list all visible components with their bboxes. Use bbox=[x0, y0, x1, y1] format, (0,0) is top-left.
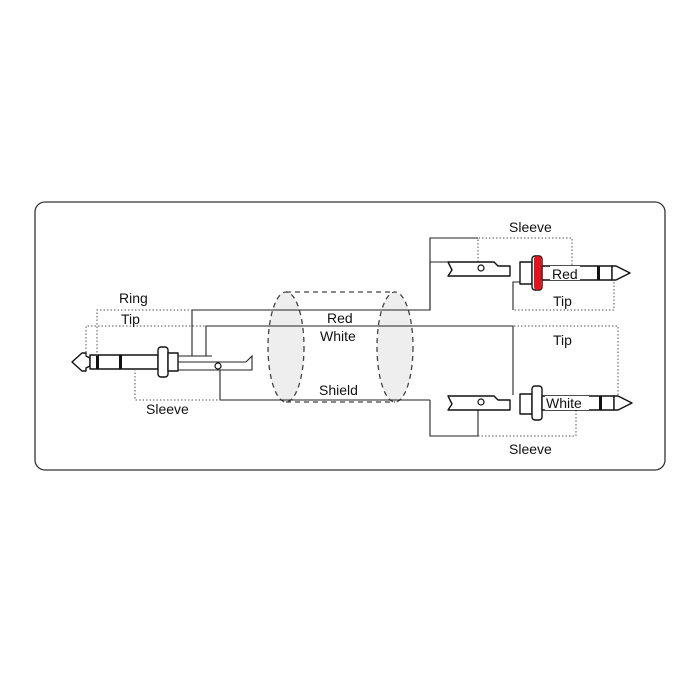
bottom-plug-lug-hole bbox=[477, 398, 485, 406]
label-bg-bottom-white bbox=[545, 396, 589, 410]
white-wire bbox=[205, 325, 514, 395]
left-plug-sleeve-band bbox=[119, 355, 122, 369]
left-plug-collar bbox=[157, 346, 169, 378]
bottom-conductor-label: White bbox=[546, 395, 582, 411]
left-trs-plug bbox=[71, 346, 253, 378]
left-plug-ring-band bbox=[96, 355, 99, 369]
shield-right-end bbox=[376, 291, 414, 403]
left-tip-leader bbox=[85, 325, 206, 356]
left-plug-neck bbox=[167, 352, 179, 372]
left-plug-lug-hole bbox=[214, 362, 222, 370]
top-plug-tip bbox=[611, 265, 631, 281]
left-plug-shaft bbox=[89, 354, 159, 370]
solid-wires bbox=[191, 237, 520, 437]
top-plug-neck bbox=[519, 261, 533, 285]
top-conductor-label: Red bbox=[552, 266, 578, 282]
left-ring-leader bbox=[96, 309, 192, 356]
red-to-top-tip bbox=[512, 281, 520, 310]
top-tip-label: Tip bbox=[553, 293, 572, 309]
top-plug-lug-hole bbox=[477, 264, 485, 272]
bottom-plug-tip bbox=[613, 395, 633, 411]
left-tip-label: Tip bbox=[121, 311, 140, 327]
bottom-plug-collar bbox=[531, 385, 543, 421]
left-ring-label: Ring bbox=[119, 290, 148, 306]
left-sleeve-label: Sleeve bbox=[146, 401, 189, 417]
dotted-leaders bbox=[85, 237, 619, 437]
shield-wire-top bbox=[429, 261, 448, 310]
top-plug-band bbox=[597, 266, 600, 280]
shield-wire-bottom bbox=[429, 400, 479, 437]
bottom-sleeve-label: Sleeve bbox=[509, 441, 552, 457]
left-sleeve-leader bbox=[134, 369, 220, 401]
bottom-plug-neck bbox=[519, 393, 533, 415]
cable-red-label: Red bbox=[327, 310, 353, 326]
top-plug-red-marker bbox=[534, 256, 541, 290]
cable-shield-label: Shield bbox=[319, 382, 358, 398]
top-tip-leader bbox=[513, 282, 615, 311]
top-sleeve-leader bbox=[477, 237, 573, 268]
bottom-sleeve-leader bbox=[478, 404, 577, 437]
top-sleeve-label: Sleeve bbox=[509, 219, 552, 235]
bottom-plug-band bbox=[599, 396, 602, 410]
shield-left-end bbox=[267, 291, 305, 403]
cable-shield bbox=[267, 291, 414, 403]
label-bg-top-red bbox=[550, 266, 580, 280]
cable-white-label: White bbox=[320, 328, 356, 344]
bottom-tip-label: Tip bbox=[553, 332, 572, 348]
